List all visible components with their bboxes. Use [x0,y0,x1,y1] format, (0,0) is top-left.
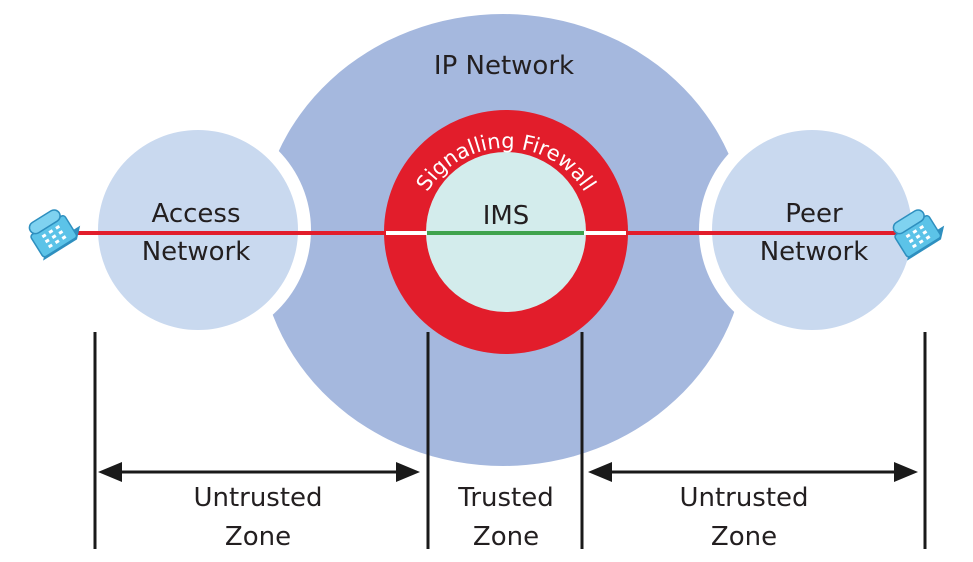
untrusted-zone-right-arrow [588,462,918,482]
peer-network-label-line1: Peer [785,199,843,229]
untrusted-zone-left-arrow [98,462,420,482]
peer-network-area [712,130,912,330]
ip-network-label: IP Network [434,51,574,81]
access-network-label-line2: Network [142,237,251,267]
untrusted-zone-left-label-line1: Untrusted [193,483,322,513]
telephone-icon [892,209,945,261]
untrusted-zone-right-label-line2: Zone [711,522,777,552]
peer-network-label-line2: Network [760,237,869,267]
untrusted-zone-left-label-line2: Zone [225,522,291,552]
telephone-icon [28,209,81,261]
access-network-area [98,130,298,330]
untrusted-zone-right-label-line1: Untrusted [679,483,808,513]
ims-label: IMS [483,201,530,231]
trusted-zone-label-line1: Trusted [457,483,553,513]
trusted-zone-label-line2: Zone [473,522,539,552]
access-network-label-line1: Access [151,199,240,229]
